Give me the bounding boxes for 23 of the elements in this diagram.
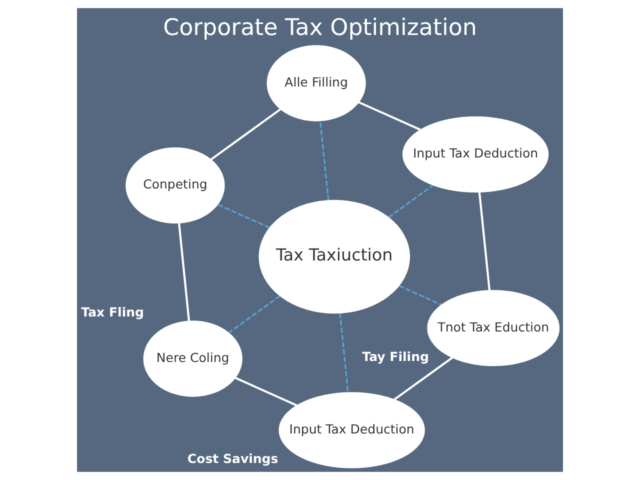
node-ellipse: Conpeting (126, 147, 225, 224)
diagram-title: Corporate Tax Optimization (163, 14, 477, 41)
node-ellipse: Input Tax Deduction (402, 116, 549, 193)
connector (210, 108, 281, 160)
node-ellipse: Input Tax Deduction (278, 392, 425, 468)
connector (218, 204, 270, 228)
connector (388, 184, 434, 218)
connector (319, 120, 330, 200)
connector (478, 192, 491, 291)
connector (394, 356, 453, 400)
connector (358, 101, 421, 131)
connector (228, 295, 280, 334)
connector (339, 312, 349, 393)
node-label: Tay Filing (362, 349, 429, 364)
node-label: Cost Savings (187, 451, 278, 466)
connector (178, 222, 190, 322)
connector (235, 376, 298, 406)
node-ellipse: Tnot Tax Eduction (427, 290, 560, 366)
connector (398, 285, 442, 306)
node-ellipse: Nere Coling (143, 320, 242, 397)
node-label: Tax Fling (81, 304, 144, 320)
node-ellipse: Alle Filling (266, 45, 366, 122)
node-ellipse: Tax Taxiuction (258, 200, 410, 314)
